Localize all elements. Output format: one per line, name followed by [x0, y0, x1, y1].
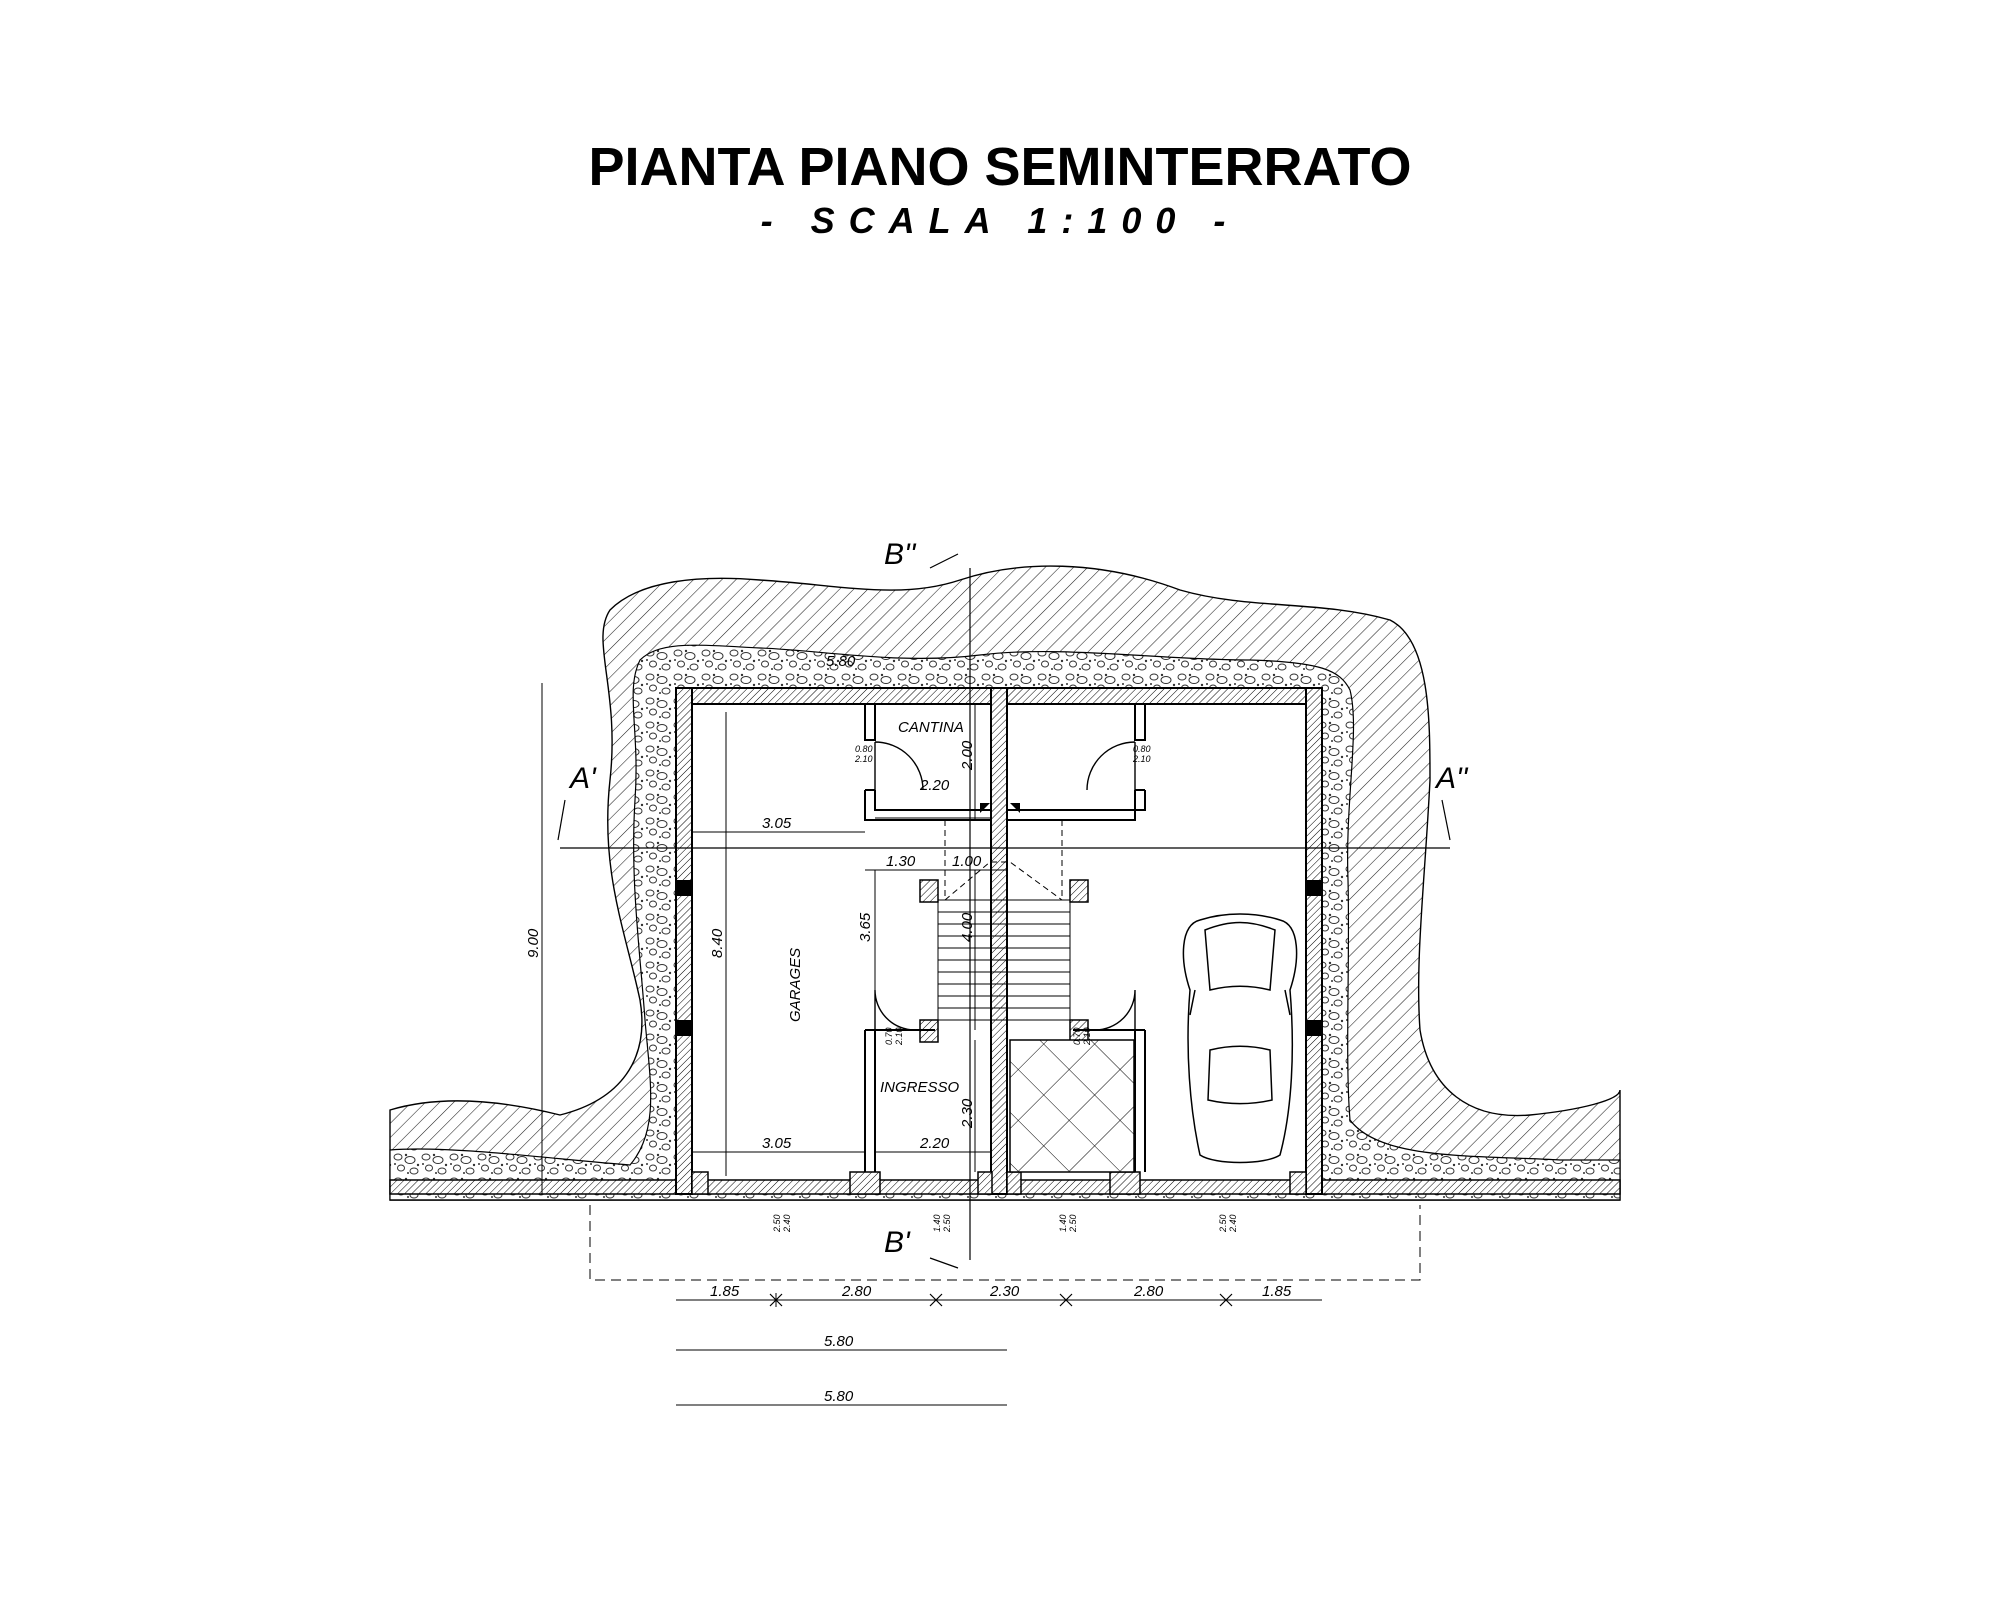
- section-lines: [557, 553, 1451, 1269]
- dim-half-width-2: 5.80: [824, 1388, 854, 1405]
- front-opening-4-w: 2.50: [1218, 1214, 1228, 1233]
- door-ingresso-right-w: 0.70: [1072, 1027, 1082, 1045]
- door-cantina-left-w: 0.80: [855, 744, 873, 754]
- tiled-floor: [1009, 1039, 1135, 1173]
- room-label-garages: GARAGES: [787, 948, 804, 1022]
- dim-overall-height: 9.00: [525, 928, 542, 958]
- front-opening-1-h: 2.40: [782, 1214, 792, 1233]
- cantina-right-walls: [1007, 704, 1146, 821]
- door-cantina-left-h: 2.10: [854, 754, 873, 764]
- room-label-cantina: CANTINA: [898, 719, 964, 736]
- dim-stair-right: 1.00: [952, 853, 982, 870]
- section-mark-a-right: A'': [1434, 762, 1469, 795]
- dim-garage-lower: 3.05: [762, 1135, 792, 1152]
- front-opening-2-w: 1.40: [932, 1214, 942, 1232]
- door-ingresso-right-h: 2.10: [1082, 1027, 1092, 1046]
- section-mark-b-bottom: B': [884, 1226, 911, 1259]
- dimension-lines: [541, 683, 1421, 1406]
- cantina-left-walls: [864, 704, 991, 821]
- car-symbol: [1182, 913, 1298, 1164]
- ingresso-walls: [864, 1029, 1146, 1172]
- dim-bottom-4: 2.80: [1133, 1283, 1164, 1300]
- dim-ingresso-depth: 2.30: [959, 1098, 976, 1129]
- staircase: [937, 820, 1071, 1021]
- room-label-ingresso: INGRESSO: [880, 1079, 960, 1096]
- drawing-title: PIANTA PIANO SEMINTERRATO: [588, 137, 1412, 197]
- drawing-scale: - SCALA 1:100 -: [760, 200, 1240, 241]
- front-opening-2-h: 2.50: [942, 1214, 952, 1233]
- section-mark-a-left: A': [568, 762, 597, 795]
- dim-inner-height: 8.40: [709, 928, 726, 958]
- dim-bottom-1: 1.85: [710, 1283, 740, 1300]
- door-cantina-right-h: 2.10: [1132, 754, 1151, 764]
- dim-cantina-depth: 2.00: [959, 740, 976, 771]
- front-opening-1-w: 2.50: [772, 1214, 782, 1233]
- front-opening-3-h: 2.50: [1068, 1214, 1078, 1233]
- dim-bottom-2: 2.80: [841, 1283, 872, 1300]
- dim-top-width: 5.80: [826, 653, 856, 670]
- door-ingresso-left-h: 2.10: [894, 1027, 904, 1046]
- dim-bottom-3: 2.30: [989, 1283, 1020, 1300]
- dim-stair-height: 3.65: [857, 912, 874, 942]
- dim-cantina-width: 2.20: [919, 777, 950, 794]
- front-opening-3-w: 1.40: [1058, 1214, 1068, 1232]
- door-ingresso-left-w: 0.70: [884, 1027, 894, 1045]
- dim-stair-run: 4.00: [959, 912, 976, 942]
- front-opening-4-h: 2.40: [1228, 1214, 1238, 1233]
- dim-half-width-1: 5.80: [824, 1333, 854, 1350]
- door-cantina-right-w: 0.80: [1133, 744, 1151, 754]
- dim-bottom-5: 1.85: [1262, 1283, 1292, 1300]
- building-walls: [675, 687, 1323, 1195]
- dim-stair-left: 1.30: [886, 853, 916, 870]
- dim-ingresso-width: 2.20: [919, 1135, 950, 1152]
- dim-garage-upper: 3.05: [762, 815, 792, 832]
- section-mark-b-top: B'': [884, 538, 917, 571]
